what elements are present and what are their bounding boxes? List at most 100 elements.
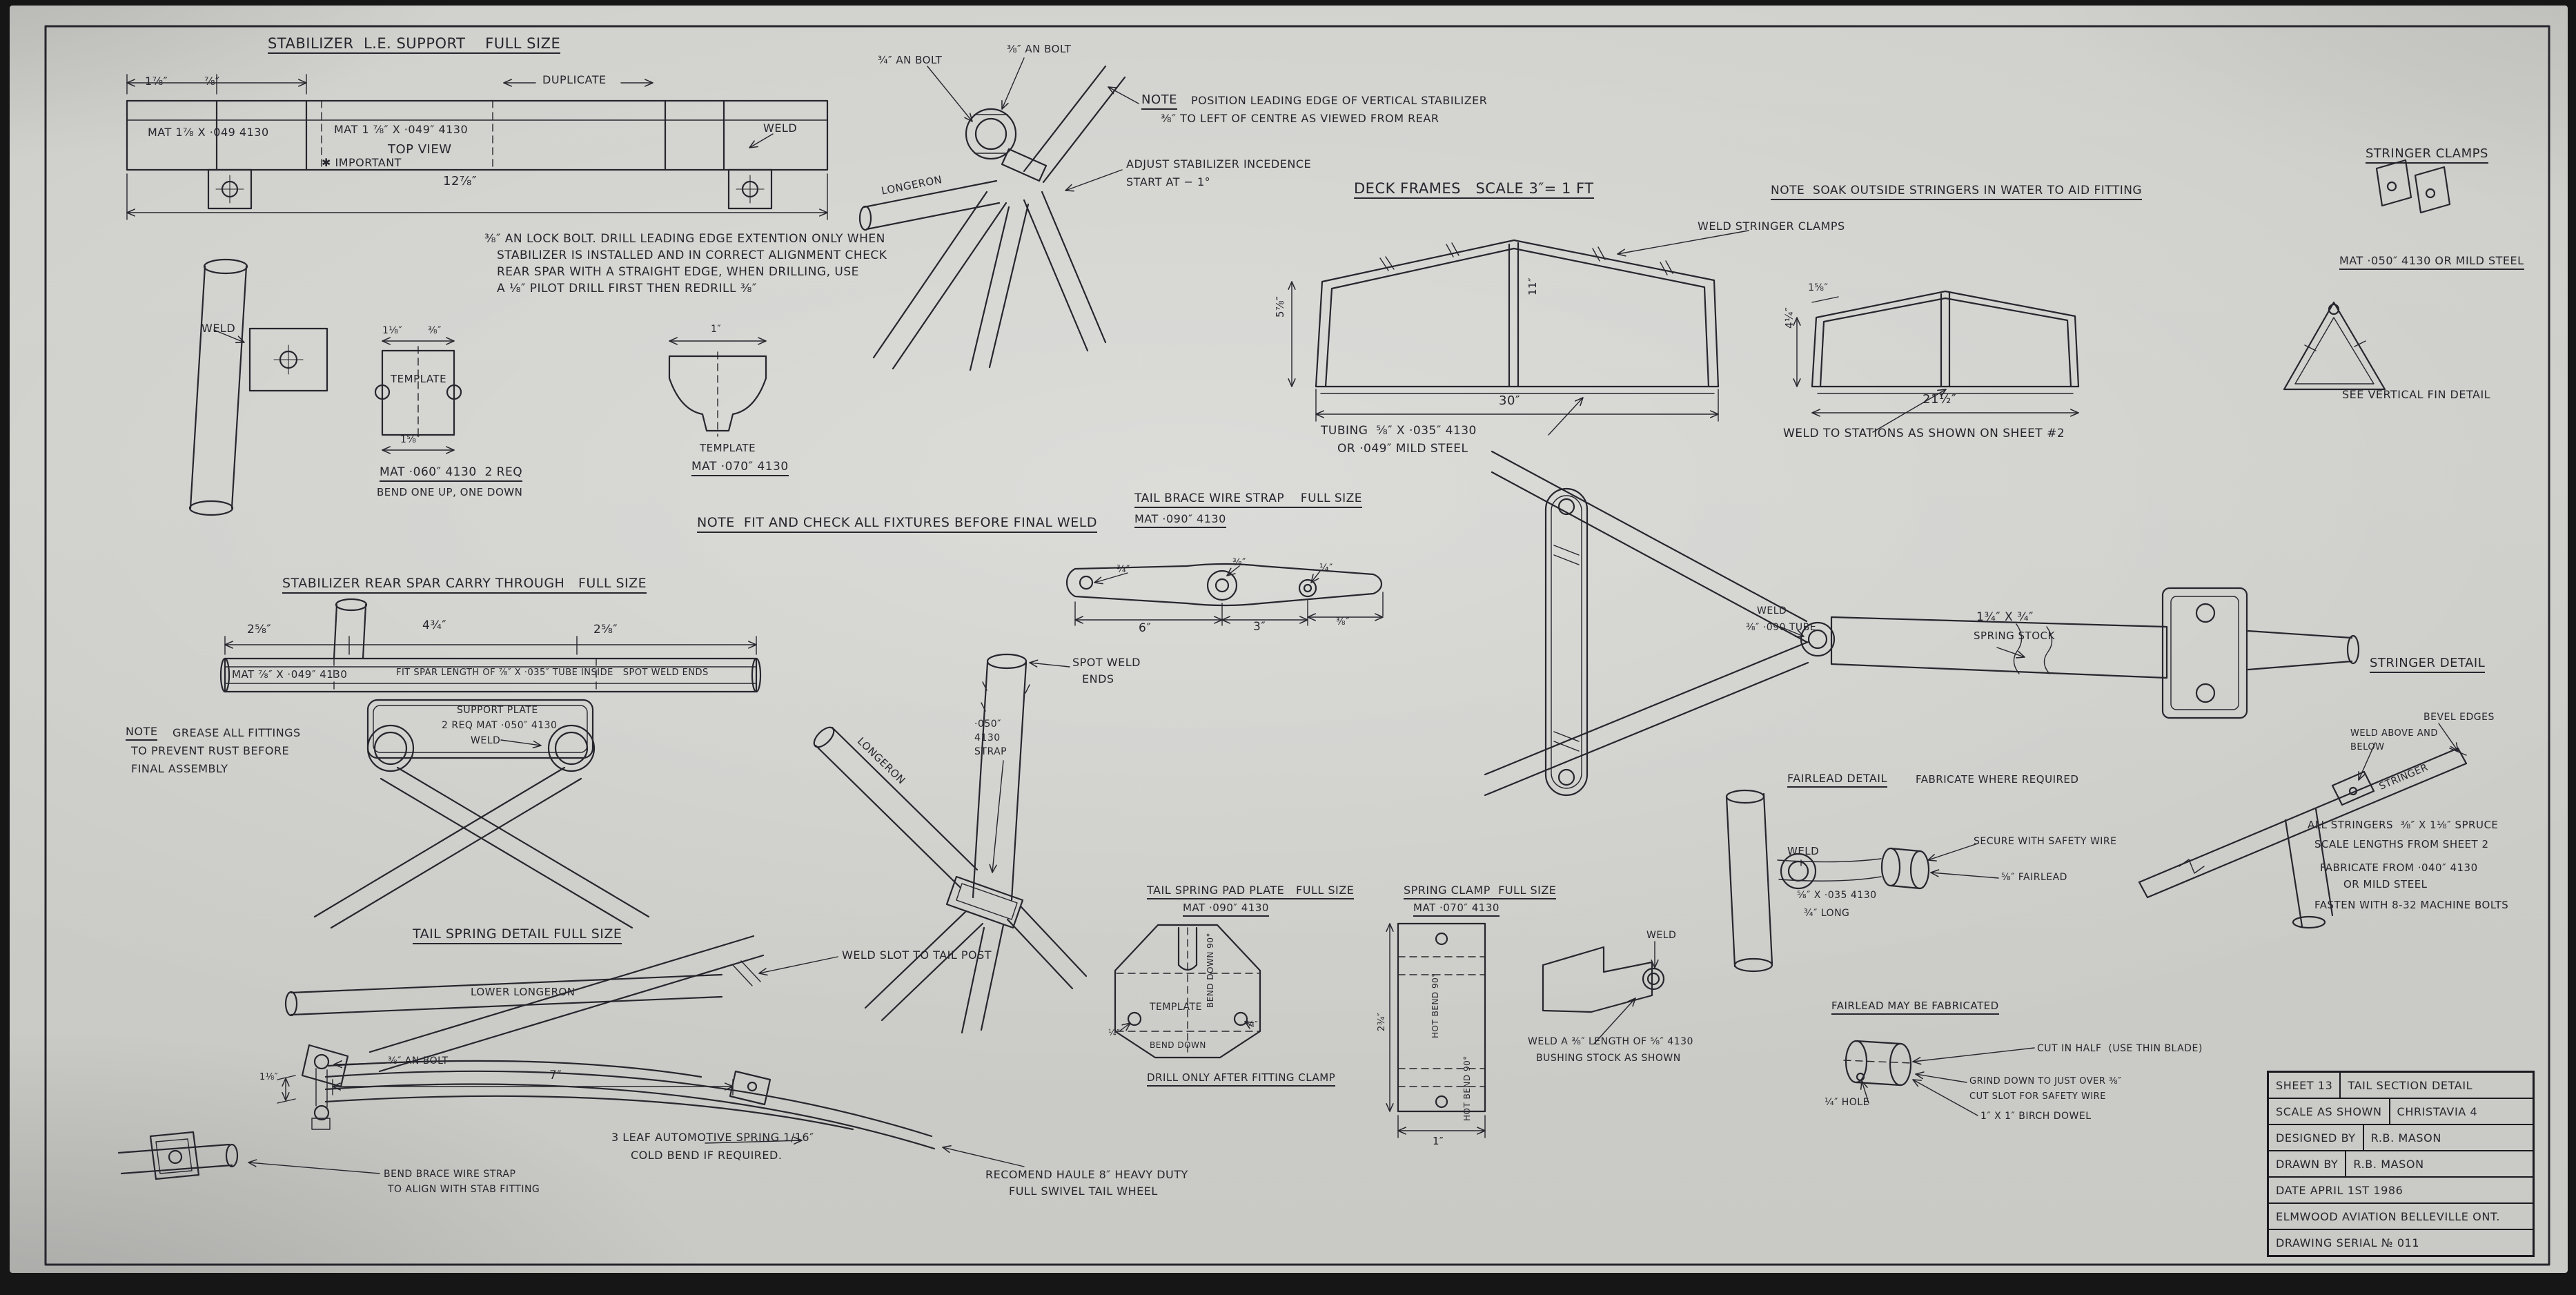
sheet-border bbox=[44, 25, 2550, 1266]
dim-clamp-h: 2¾″ bbox=[1377, 1012, 1387, 1031]
sec-spring-clamp-title: SPRING CLAMP FULL SIZE bbox=[1404, 884, 1557, 899]
note-grease-3: FINAL ASSEMBLY bbox=[131, 762, 228, 775]
title-block-value: R.B. MASON bbox=[2353, 1157, 2424, 1171]
lbl-weld-to-stations: WELD TO STATIONS AS SHOWN ON SHEET #2 bbox=[1783, 427, 2065, 440]
title-block-label: SCALE AS SHOWN bbox=[2269, 1099, 2390, 1124]
dim-fab-hole: ¼″ HOLE bbox=[1825, 1097, 1869, 1108]
title-block-value: TAIL SECTION DETAIL bbox=[2348, 1078, 2473, 1092]
lbl-template-pad: TEMPLATE bbox=[1150, 1002, 1202, 1013]
dim-bar-a: 1⅞″ bbox=[145, 75, 168, 88]
lbl-cut-in-half: CUT IN HALF (USE THIN BLADE) bbox=[2037, 1043, 2203, 1054]
lbl-strap050-3: STRAP bbox=[974, 746, 1007, 757]
lbl-hot-bend-2: HOT BEND 90° bbox=[1462, 1055, 1472, 1121]
mat-070-clamp: MAT ·070″ 4130 bbox=[1413, 902, 1500, 917]
fig-vertical-fin-triangle bbox=[2283, 301, 2386, 391]
dim-pad-hole-a: ¼″ bbox=[1108, 1028, 1121, 1038]
lbl-weld-tube-1: WELD bbox=[1757, 605, 1787, 616]
mat-090-pad: MAT ·090″ 4130 bbox=[1183, 902, 1269, 917]
lbl-support-plate-1: SUPPORT PLATE bbox=[457, 705, 538, 716]
dim-strap-d: ⅜″ bbox=[1336, 616, 1350, 627]
dim-frame1-strut: 11″ bbox=[1526, 277, 1539, 295]
lbl-grind-2: CUT SLOT FOR SAFETY WIRE bbox=[1969, 1091, 2106, 1102]
lbl-all-stringers: ALL STRINGERS ⅜″ X 1⅛″ SPRUCE bbox=[2308, 819, 2499, 831]
mat-spar: MAT ⅞″ X ·049″ 4130 bbox=[232, 668, 348, 681]
lbl-bushing-1: WELD A ⅜″ LENGTH OF ⅝″ 4130 bbox=[1528, 1036, 1693, 1047]
dim-template1-b: ⅜″ bbox=[428, 325, 442, 336]
lbl-tubing-1: TUBING ⅝″ X ·035″ 4130 bbox=[1321, 424, 1477, 438]
dim-bar-total: 12⅞″ bbox=[443, 174, 478, 188]
lbl-recomend-2: FULL SWIVEL TAIL WHEEL bbox=[1009, 1185, 1158, 1198]
note-position-head: NOTE bbox=[1141, 93, 1178, 110]
dim-template1-a: 1⅛″ bbox=[382, 325, 403, 336]
lbl-strap050-1: ·050″ bbox=[974, 719, 1001, 730]
lbl-scale-lengths: SCALE LENGTHS FROM SHEET 2 bbox=[2314, 838, 2489, 850]
dim-frame1-height: 5⅞″ bbox=[1274, 295, 1286, 318]
dim-template2-a: 1″ bbox=[711, 324, 722, 335]
dim-clamp-1: 1″ bbox=[1433, 1135, 1444, 1147]
lbl-hot-bend-1: HOT BEND 90° bbox=[1430, 973, 1440, 1038]
mat-060-4130: MAT ·060″ 4130 2 REQ bbox=[380, 466, 523, 482]
dim-strap-3: 3″ bbox=[1253, 620, 1266, 634]
lbl-weld-plate: WELD bbox=[471, 735, 501, 746]
sec-stringer-clamps-title: STRINGER CLAMPS bbox=[2366, 147, 2488, 164]
title-block-value: R.B. MASON bbox=[2370, 1131, 2441, 1145]
lbl-fairlead-58: ⅝″ FAIRLEAD bbox=[2001, 872, 2067, 883]
dim-strap-6: 6″ bbox=[1139, 621, 1152, 635]
note-grease-head: NOTE bbox=[126, 726, 158, 741]
fig-tail-brace-strap bbox=[1065, 563, 1384, 626]
dim-strap-a: ¾″ bbox=[1117, 564, 1130, 575]
lbl-bevel-edges: BEVEL EDGES bbox=[2423, 712, 2495, 723]
dim-spring-7: 7″ bbox=[549, 1069, 562, 1082]
dim-pad-hole-b: ¼″ bbox=[1246, 1020, 1259, 1029]
fig-stringer-detail bbox=[2138, 723, 2468, 929]
note-grease-2: TO PREVENT RUST BEFORE bbox=[131, 744, 290, 757]
lbl-leaf-spring-1: 3 LEAF AUTOMOTIVE SPRING 1/16″ bbox=[611, 1131, 814, 1144]
lbl-weld-bar: WELD bbox=[763, 121, 798, 135]
lbl-weld-above-2: BELOW bbox=[2350, 742, 2385, 752]
fig-template-060 bbox=[374, 337, 462, 454]
lbl-bushing-2: BUSHING STOCK AS SHOWN bbox=[1536, 1053, 1681, 1064]
fig-left-bracket-detail bbox=[188, 258, 328, 516]
lbl-fasten: FASTEN WITH 8-32 MACHINE BOLTS bbox=[2314, 899, 2509, 911]
fig-template-070 bbox=[668, 337, 767, 437]
dim-frame2-height: 4¼″ bbox=[1783, 306, 1796, 329]
fig-stringer-clamps bbox=[2375, 159, 2451, 214]
lbl-weld-above-1: WELD ABOVE AND bbox=[2350, 728, 2438, 739]
lbl-template-2: TEMPLATE bbox=[700, 442, 756, 454]
sec-stringer-detail-title: STRINGER DETAIL bbox=[2370, 656, 2486, 673]
fig-rear-spar-carry-through bbox=[219, 598, 762, 929]
dim-strap-c: ¼″ bbox=[1319, 563, 1333, 574]
note-lockbolt-2: STABILIZER IS INSTALLED AND IN CORRECT A… bbox=[497, 249, 887, 262]
lbl-spot-weld-2: ENDS bbox=[1082, 672, 1114, 685]
lbl-fairlead-tube-2: ¾″ LONG bbox=[1804, 908, 1850, 919]
lbl-bend-brace-1: BEND BRACE WIRE STRAP bbox=[384, 1169, 516, 1180]
lbl-template-1: TEMPLATE bbox=[391, 373, 447, 385]
lbl-spring-stock-1: 1¾″ X ¾″ bbox=[1976, 610, 2034, 624]
sec-tail-brace-title: TAIL BRACE WIRE STRAP FULL SIZE bbox=[1134, 492, 1363, 508]
lbl-an-bolt-top: ⅜″ AN BOLT bbox=[1007, 43, 1072, 55]
title-block-label: SHEET 13 bbox=[2269, 1073, 2341, 1098]
title-block: SHEET 13 TAIL SECTION DETAIL SCALE AS SHOW… bbox=[2267, 1071, 2535, 1257]
fig-deck-frames bbox=[1288, 230, 2080, 436]
lbl-weld-stringer-clamps: WELD STRINGER CLAMPS bbox=[1698, 220, 1845, 233]
lbl-fabricate-2: OR MILD STEEL bbox=[2343, 878, 2428, 890]
sec-stabilizer-le-support-title: STABILIZER L.E. SUPPORT FULL SIZE bbox=[268, 36, 561, 55]
fig-pad-plate-template bbox=[1114, 924, 1261, 1059]
sec-deck-frames-title: DECK FRAMES SCALE 3″= 1 FT bbox=[1354, 181, 1594, 199]
fig-stabilizer-le-support bbox=[126, 74, 829, 220]
lbl-lower-longeron: LOWER LONGERON bbox=[471, 986, 576, 998]
lbl-adjust-incidence-2: START AT − 1° bbox=[1126, 175, 1211, 188]
fig-fairlead-fabricated bbox=[1843, 1040, 2035, 1116]
sec-fairlead-title-2: FABRICATE WHERE REQUIRED bbox=[1916, 773, 2079, 786]
sec-pad-plate-title: TAIL SPRING PAD PLATE FULL SIZE bbox=[1147, 884, 1355, 899]
lbl-support-plate-2: 2 REQ MAT ·050″ 4130 bbox=[442, 720, 558, 731]
dim-strap-b: ⅜″ bbox=[1232, 557, 1246, 568]
lbl-an-bolt-left: ¾″ AN BOLT bbox=[878, 54, 943, 66]
title-block-row: ELMWOOD AVIATION BELLEVILLE ONT. bbox=[2269, 1202, 2533, 1229]
fig-spring-clamp bbox=[1386, 922, 1665, 1138]
dim-bar-b: ⅞″ bbox=[204, 75, 220, 88]
